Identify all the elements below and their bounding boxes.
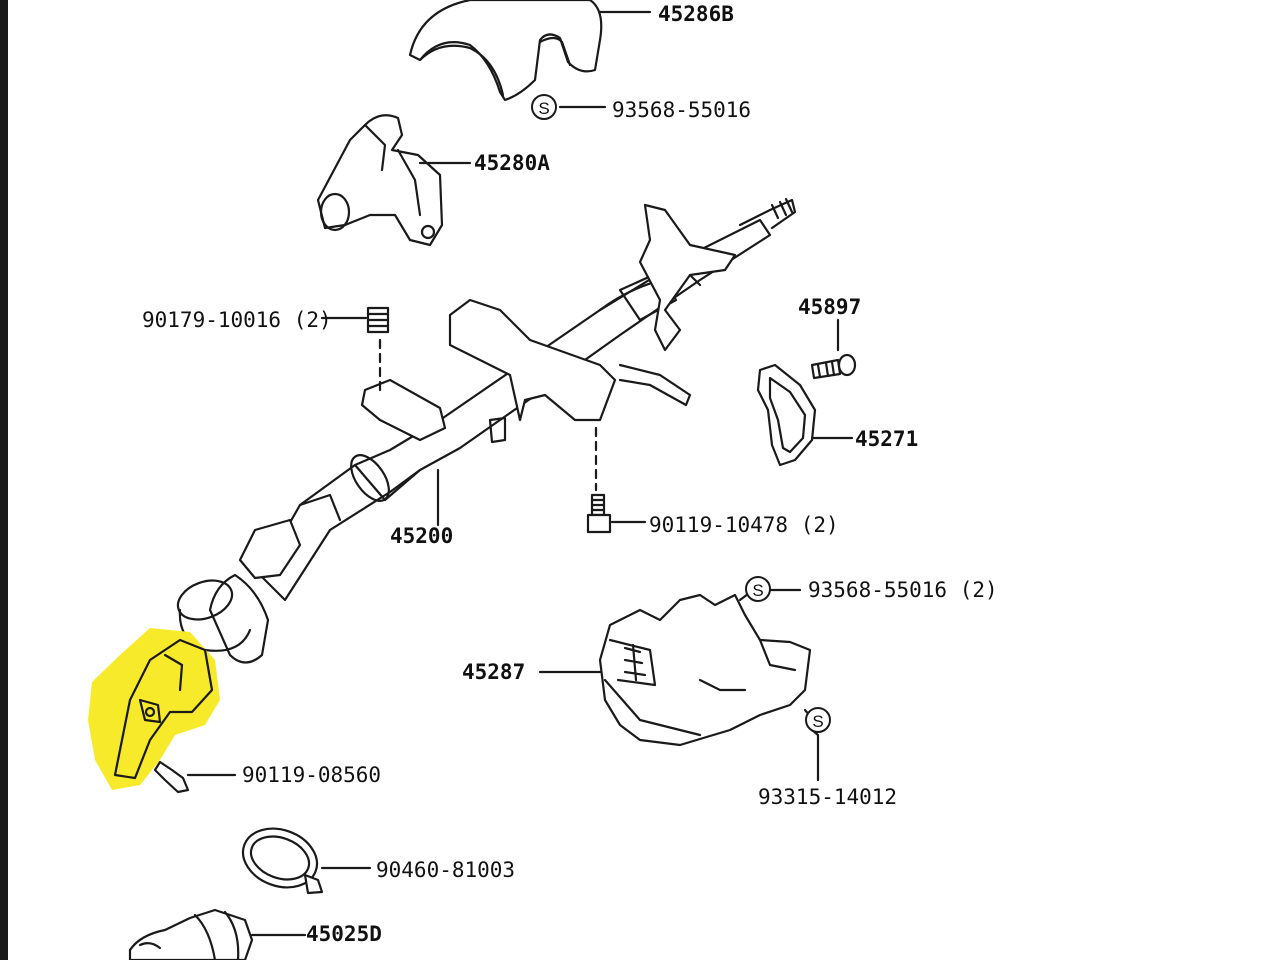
label-93315-14012: 93315-14012 [758,785,898,809]
label-45200: 45200 [390,524,454,548]
label-45897: 45897 [798,295,862,319]
intermediate-shaft [176,518,302,664]
window-left-edge [0,0,8,960]
svg-text:S: S [538,99,549,118]
bolt-90119-08560 [153,760,237,794]
nut-90179-10016 [320,306,390,397]
label-90179-10016: 90179-10016 (2) [142,308,332,332]
bolt-90119-10478 [586,426,647,534]
pin-45897 [810,318,857,380]
label-45025D: 45025D [306,922,382,946]
label-90460-81003: 90460-81003 [376,858,516,882]
svg-text:S: S [812,712,823,731]
lower-yoke [113,638,214,780]
s-marker-top: S [531,94,557,120]
label-90119-10478: 90119-10478 (2) [649,513,839,537]
label-45280A: 45280A [474,151,550,175]
lower-column-cover [538,593,812,747]
label-90119-08560: 90119-08560 [242,763,382,787]
upper-column-cover [408,0,652,102]
steering-column-assembly [258,197,797,602]
label-93568-55016-top: 93568-55016 [612,98,752,122]
label-45287: 45287 [462,660,526,684]
bracket-45271 [756,363,854,467]
label-93568-55016-mid: 93568-55016 (2) [808,578,998,602]
hose-clamp-90460 [241,827,372,895]
label-45271: 45271 [855,427,919,451]
label-45286B: 45286B [658,2,734,26]
svg-text:S: S [752,581,763,600]
dust-boot-45025D [128,908,307,960]
column-lock-housing [316,114,472,247]
s-marker-lower: S [805,707,831,733]
s-marker-mid: S [745,576,771,602]
